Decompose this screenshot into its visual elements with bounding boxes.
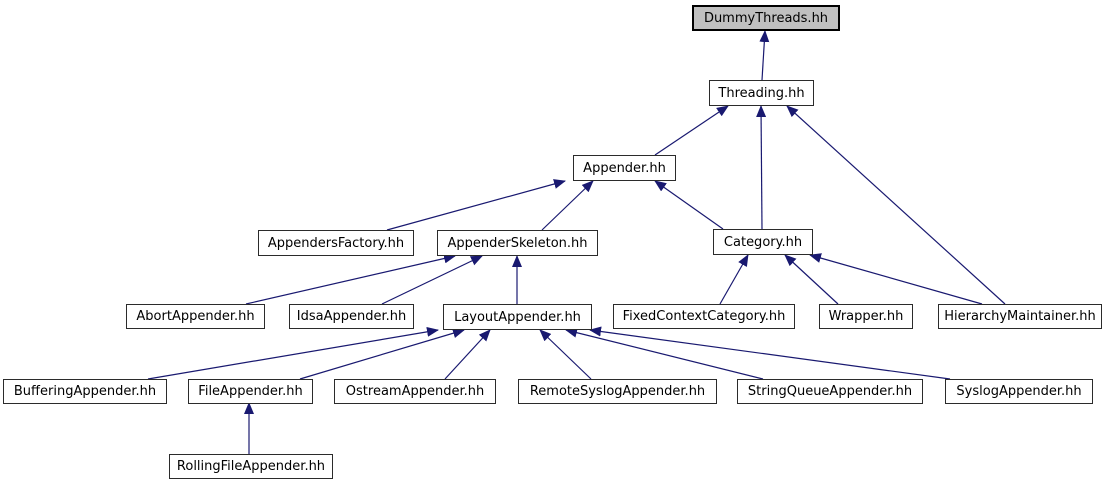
edge-RemoteSyslogAppender-to-LayoutAppender [539,329,592,380]
edge-StringQueueAppender-to-LayoutAppender [565,327,764,380]
edge-HierarchyMaintainer-to-Threading [786,105,1006,305]
node-LayoutAppender[interactable]: LayoutAppender.hh [443,304,592,330]
node-Threading[interactable]: Threading.hh [709,80,814,106]
node-Category[interactable]: Category.hh [713,229,813,255]
edge-Category-to-Appender [654,180,724,230]
node-OstreamAppender[interactable]: OstreamAppender.hh [334,379,496,404]
edge-SyslogAppender-to-LayoutAppender [589,326,951,380]
edge-OstreamAppender-to-LayoutAppender [444,329,491,380]
edge-AppendersFactory-to-Appender [386,179,566,231]
node-Appender[interactable]: Appender.hh [573,155,676,181]
node-RemoteSyslogAppender[interactable]: RemoteSyslogAppender.hh [518,379,717,404]
node-IdsaAppender[interactable]: IdsaAppender.hh [289,304,414,329]
node-HierarchyMaintainer[interactable]: HierarchyMaintainer.hh [938,304,1102,329]
edge-AppenderSkeleton-to-Appender [541,180,594,231]
edge-FixedContextCategory-to-Category [719,254,749,305]
node-FileAppender[interactable]: FileAppender.hh [188,379,313,404]
node-SyslogAppender[interactable]: SyslogAppender.hh [945,379,1093,404]
edge-IdsaAppender-to-AppenderSkeleton [381,255,483,305]
edge-Category-to-Threading [756,105,767,230]
edge-HierarchyMaintainer-to-Category [809,253,983,305]
edge-FileAppender-to-LayoutAppender [299,328,465,380]
edge-Appender-to-Threading [654,105,729,156]
node-FixedContextCategory[interactable]: FixedContextCategory.hh [613,304,795,329]
node-Wrapper[interactable]: Wrapper.hh [819,304,913,329]
node-AppenderSkeleton[interactable]: AppenderSkeleton.hh [437,230,598,256]
edge-AbortAppender-to-AppenderSkeleton [245,253,456,305]
node-StringQueueAppender[interactable]: StringQueueAppender.hh [737,379,923,404]
node-RollingFileAppender[interactable]: RollingFileAppender.hh [169,454,333,479]
edge-Threading-to-DummyThreads [759,30,770,81]
edge-BufferingAppender-to-LayoutAppender [147,326,439,380]
node-BufferingAppender[interactable]: BufferingAppender.hh [3,379,167,404]
node-AppendersFactory[interactable]: AppendersFactory.hh [258,230,414,256]
node-AbortAppender[interactable]: AbortAppender.hh [126,304,265,329]
edge-Wrapper-to-Category [784,254,839,305]
node-DummyThreads: DummyThreads.hh [692,5,840,31]
